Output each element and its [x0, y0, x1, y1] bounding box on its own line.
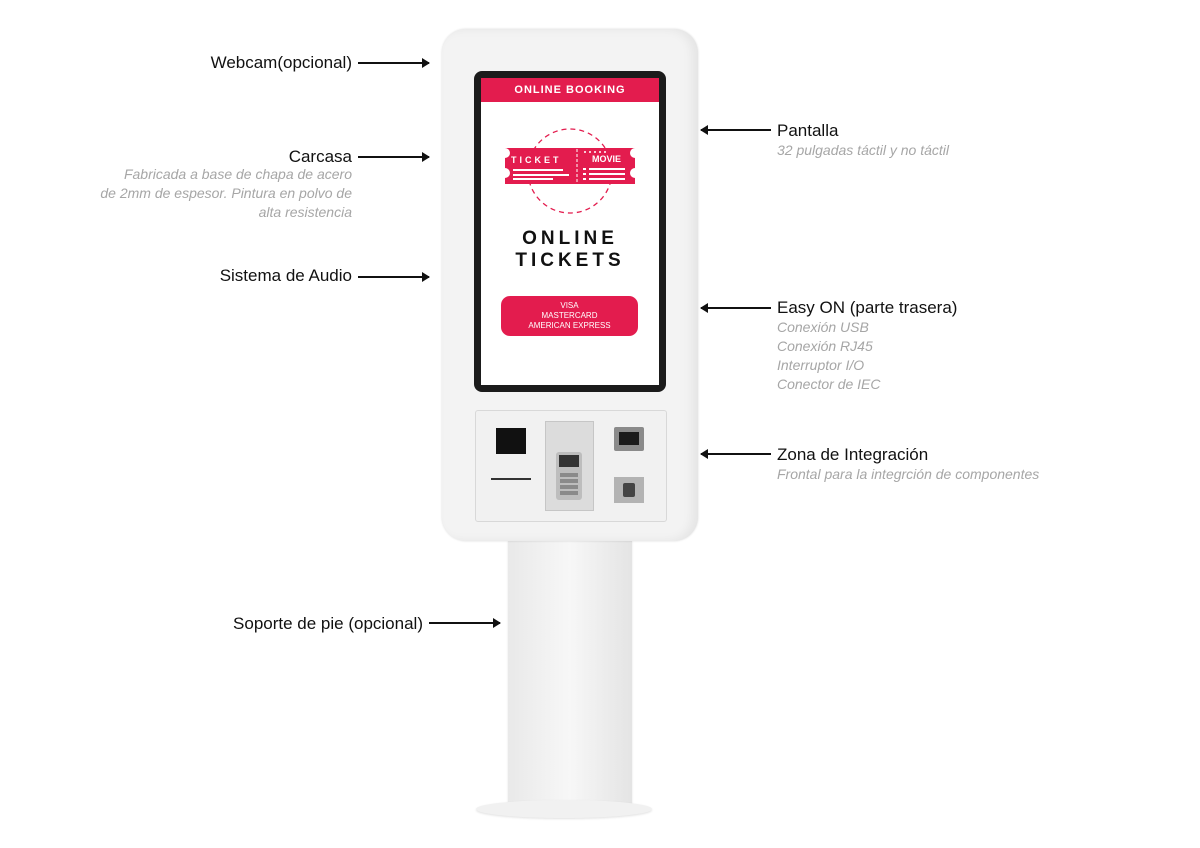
pinpad-keys-icon: [560, 471, 578, 495]
payment-visa: VISA: [560, 301, 579, 310]
pinpad-display-icon: [559, 455, 579, 467]
camera-module-icon: [496, 428, 526, 454]
pinpad-housing: [545, 421, 594, 511]
headline-tickets: TICKETS: [515, 250, 625, 271]
pinpad-keypad-icon[interactable]: [556, 452, 582, 500]
card-reader-icon: [614, 427, 644, 451]
callout-pantalla-label: Pantalla: [777, 121, 839, 140]
integration-panel: [475, 410, 667, 522]
payment-mastercard: MASTERCARD: [541, 311, 598, 320]
card-slot-icon: [614, 477, 644, 503]
ticket-text: TICKET: [511, 155, 562, 165]
easy-on-usb: Conexión USB: [777, 319, 869, 335]
stand-base: [476, 800, 652, 818]
arrow-soporte: [429, 618, 501, 628]
carcasa-desc-line-2: de 2mm de espesor. Pintura en polvo de: [100, 185, 352, 201]
callout-audio-label: Sistema de Audio: [219, 266, 352, 285]
easy-on-rj45: Conexión RJ45: [777, 338, 873, 354]
callout-easy-on-label: Easy ON (parte trasera): [777, 298, 958, 317]
arrow-zona: [700, 449, 771, 459]
callout-carcasa-label: Carcasa: [288, 147, 352, 166]
arrow-carcasa: [358, 152, 430, 162]
kiosk-screen: ONLINE BOOKING TICKET MOVIE ONLINE TICKE…: [481, 78, 659, 385]
online-booking-bar: ONLINE BOOKING: [481, 78, 659, 102]
printer-slot-icon: [491, 478, 531, 480]
floor-stand: [508, 541, 632, 805]
arrow-webcam: [358, 58, 430, 68]
carcasa-desc-line-1: Fabricada a base de chapa de acero: [123, 166, 352, 182]
card-reader-screen-icon: [619, 432, 639, 445]
arrow-audio: [358, 272, 430, 282]
payment-amex: AMERICAN EXPRESS: [528, 321, 611, 330]
callout-pantalla-description: 32 pulgadas táctil y no táctil: [777, 142, 949, 158]
arrow-pantalla: [700, 125, 771, 135]
easy-on-iec: Conector de IEC: [777, 376, 881, 392]
card-slot-opening-icon: [623, 483, 635, 497]
ticket-graphic-icon: TICKET MOVIE: [505, 128, 635, 214]
headline-online: ONLINE: [522, 228, 618, 249]
callout-webcam-label: Webcam(opcional): [210, 53, 352, 72]
callout-zona-description: Frontal para la integrción de componente…: [777, 466, 1040, 482]
carcasa-desc-line-3: alta resistencia: [258, 204, 352, 220]
payment-button[interactable]: VISA MASTERCARD AMERICAN EXPRESS: [501, 296, 638, 336]
easy-on-switch: Interruptor I/O: [777, 357, 865, 373]
callout-carcasa-description: Fabricada a base de chapa de acero de 2m…: [100, 165, 352, 222]
arrow-easy-on: [700, 303, 771, 313]
movie-text: MOVIE: [592, 154, 621, 164]
callout-soporte-label: Soporte de pie (opcional): [233, 614, 423, 633]
callout-zona-label: Zona de Integración: [777, 445, 929, 464]
callout-easy-on-description: Conexión USB Conexión RJ45 Interruptor I…: [777, 318, 881, 394]
